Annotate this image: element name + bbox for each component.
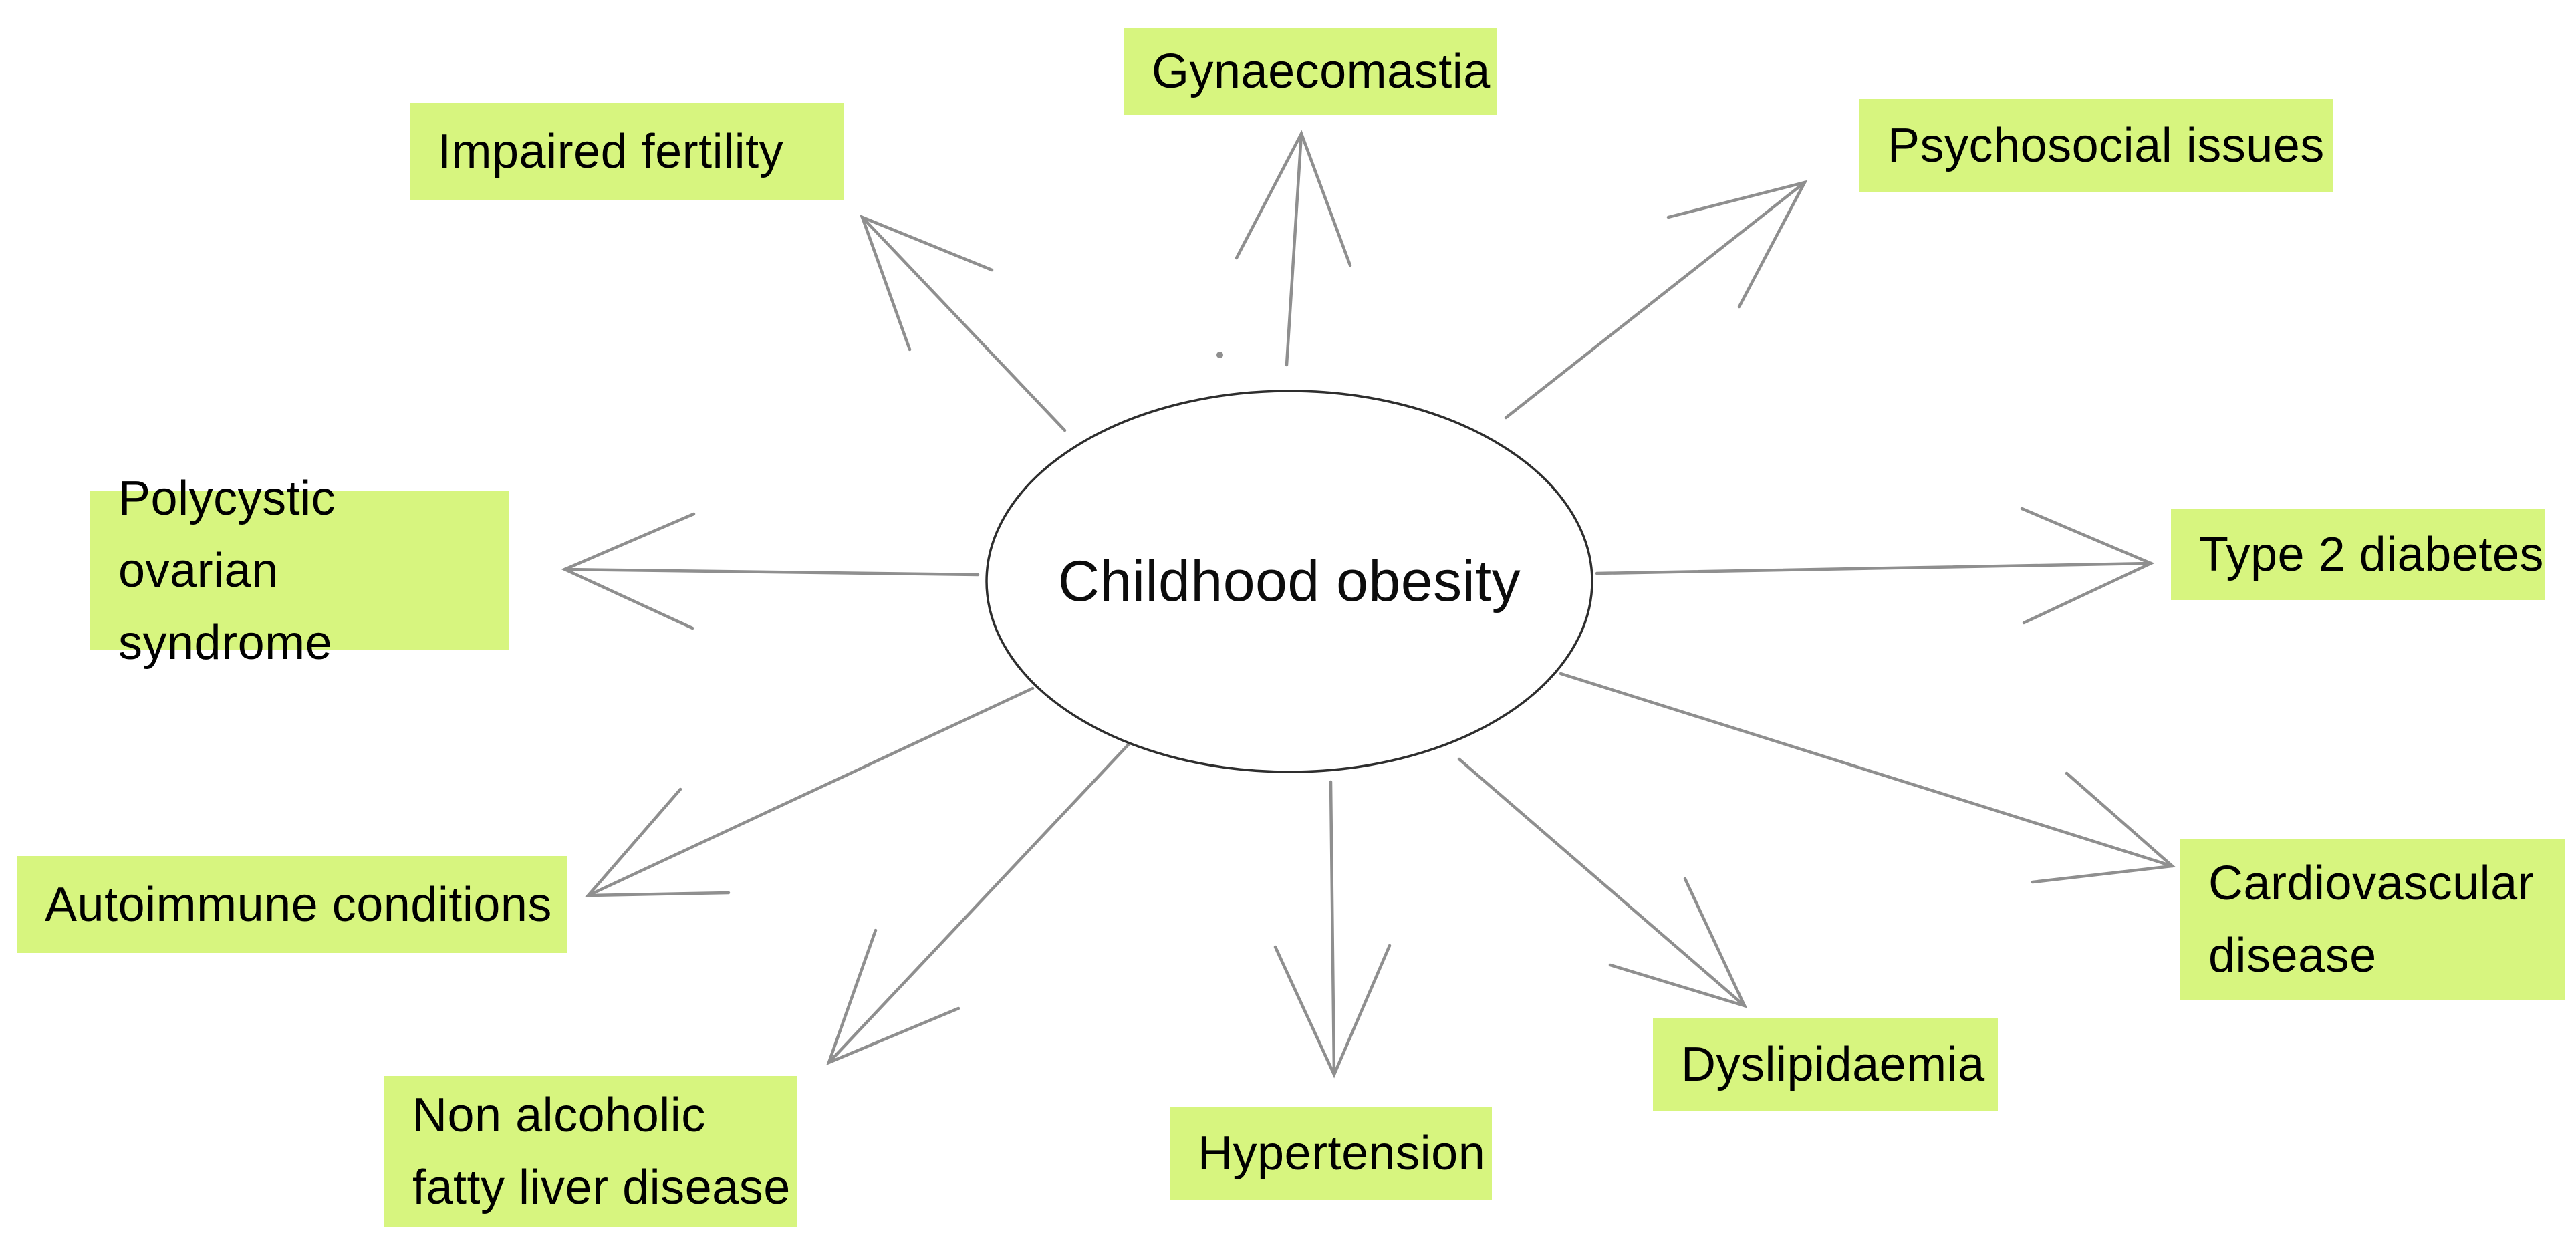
node-autoimmune-conditions: Autoimmune conditions bbox=[17, 856, 567, 953]
arrow-to-gynaecomastia bbox=[1235, 130, 1352, 367]
arrow-to-cardiovascular-disease bbox=[1559, 672, 2176, 884]
node-impaired-fertility: Impaired fertility bbox=[410, 103, 844, 200]
node-polycystic-ovarian-syndrome: Polycystic ovarian syndrome bbox=[90, 472, 509, 670]
node-gynaecomastia: Gynaecomastia bbox=[1124, 28, 1497, 115]
node-non-alcoholic-fatty-liver-disease: Non alcoholic fatty liver disease bbox=[384, 1076, 797, 1227]
node-dyslipidaemia: Dyslipidaemia bbox=[1653, 1018, 1998, 1111]
arrow-to-polycystic-ovarian-syndrome bbox=[561, 512, 980, 630]
arrow-to-impaired-fertility bbox=[860, 215, 1067, 432]
node-type-2-diabetes: Type 2 diabetes bbox=[2171, 509, 2545, 600]
node-hypertension: Hypertension bbox=[1170, 1107, 1492, 1200]
stray-dot bbox=[1216, 352, 1223, 358]
arrow-to-hypertension bbox=[1273, 780, 1392, 1079]
arrow-to-psychosocial-issues bbox=[1504, 180, 1808, 420]
node-psychosocial-issues: Psychosocial issues bbox=[1859, 99, 2333, 192]
arrow-to-autoimmune-conditions bbox=[584, 686, 1035, 897]
center-topic-label: Childhood obesity bbox=[1057, 549, 1521, 613]
arrow-to-dyslipidaemia bbox=[1457, 757, 1748, 1008]
arrow-to-non-alcoholic-fatty-liver-disease bbox=[826, 737, 1136, 1066]
center-ellipse bbox=[985, 390, 1593, 773]
arrow-to-type-2-diabetes bbox=[1595, 507, 2155, 625]
node-cardiovascular-disease: Cardiovascular disease bbox=[2180, 839, 2565, 1000]
